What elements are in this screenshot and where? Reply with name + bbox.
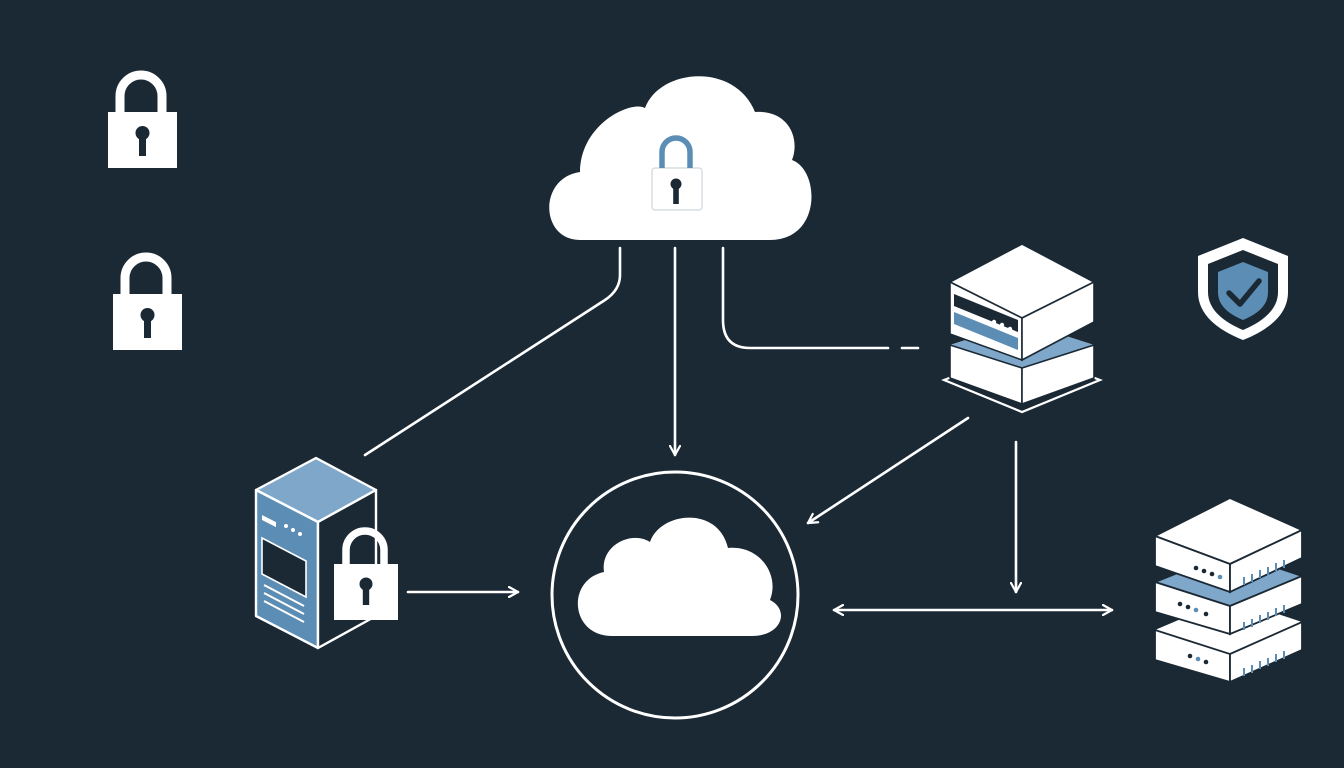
connectors [363, 246, 1114, 610]
server-tower-lock-icon [254, 456, 398, 650]
server-stack-icon [1152, 497, 1305, 684]
shield-check-icon [1198, 238, 1288, 340]
edge-cloud-to-server-top [721, 246, 890, 350]
padlock-icon [108, 70, 177, 168]
edge-cloud-to-tower [363, 246, 622, 457]
cloud-circle-icon [550, 470, 800, 720]
padlock-icon [113, 252, 182, 350]
edge-server-top-to-hub [806, 416, 970, 525]
cloud-lock-icon [549, 76, 812, 240]
server-stack-icon [941, 243, 1103, 414]
